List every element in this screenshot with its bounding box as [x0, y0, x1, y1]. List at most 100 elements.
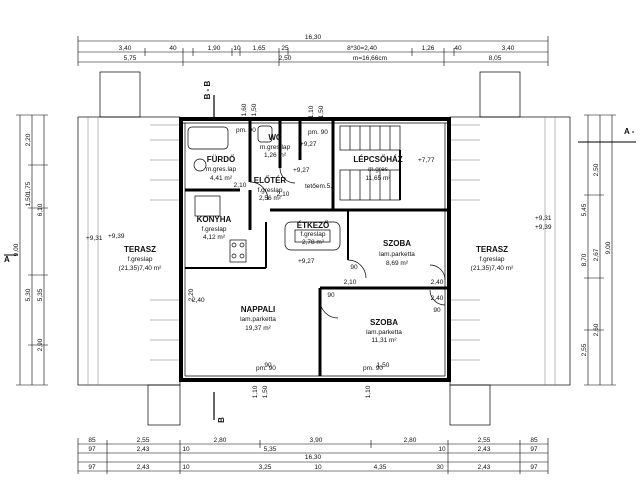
level-mark: +9,31 [86, 235, 103, 242]
room-nappali: NAPPALI lam.parketta 19,37 m² [240, 305, 276, 332]
right-dim: 2,55 [581, 343, 588, 356]
interior-dim: 90 [433, 307, 441, 314]
bottom3-dim: 4,35 [374, 464, 387, 471]
section-label-bb-top: B - B [203, 80, 212, 99]
interior-dim: 2,40 [431, 295, 444, 302]
bottom3-dim: 2,43 [478, 464, 491, 471]
top-dim: 1,65 [253, 45, 266, 52]
bottom-dim: 3,90 [310, 437, 323, 444]
terrace-right [449, 71, 571, 426]
room-name: LÉPCSŐHÁZ [353, 155, 402, 164]
room-floor: f.greslap [128, 256, 153, 263]
bottom2-dim: 97 [530, 446, 538, 453]
interior-dim: 90 [350, 264, 358, 271]
level-mark: +9,27 [298, 258, 315, 265]
interior-dim: 1,50 [318, 105, 325, 118]
room-terasz-left: TERASZ f.greslap (21,35)7,40 m² [119, 245, 162, 272]
interior-dim: 1,10 [252, 385, 259, 398]
top-dim: 1,26 [422, 45, 435, 52]
room-name: KONYHA [197, 215, 232, 224]
left-dimension-chains: 2,20 1,75 1,50 6,10 9,00 5,30 5,35 2,90 [13, 114, 48, 386]
bottom3-dim: 97 [530, 464, 538, 471]
level-mark: +9,27 [300, 141, 317, 148]
interior-dim: 1,50 [262, 385, 269, 398]
bottom2-dim: 2,43 [137, 446, 150, 453]
bottom-dim: 2,55 [137, 437, 150, 444]
section-label-a-left: A [4, 255, 10, 264]
room-floor: f.greslap [480, 256, 505, 263]
bottom3-dim: 10 [314, 464, 322, 471]
interior-dim: 2,40 [192, 297, 205, 304]
bottom2-dim: 97 [88, 446, 96, 453]
room-lepcsohaz: LÉPCSŐHÁZ m.gres 11,65 m² [353, 155, 402, 182]
left-dim: 5,30 [25, 288, 32, 301]
opening-note: pm. 90 [308, 129, 328, 136]
building-walls [179, 117, 451, 382]
opening-note: pm. 90 [256, 365, 276, 372]
room-name: TERASZ [476, 245, 508, 254]
left-dim: 9,00 [13, 243, 20, 256]
room-floor: lam.parketta [379, 251, 415, 258]
section-markers: B - B B A - A [4, 80, 636, 423]
right-dim: 2,67 [593, 248, 600, 261]
bottom-dim: 85 [530, 437, 538, 444]
right-dimension-chains: 2,50 5,45 2,67 8,70 9,00 2,60 2,55 [581, 114, 616, 386]
top2-dim: m=16,66cm [353, 55, 387, 62]
interior-dim: 90 [264, 362, 272, 369]
room-konyha: KONYHA f.greslap 4,12 m² [197, 215, 232, 241]
room-wc: WC m.gres.lap 1,26 m² [260, 133, 291, 159]
room-area: 4,12 m² [203, 234, 226, 241]
opening-note: pm. 90 [363, 365, 383, 372]
interior-dim: 1,10 [308, 105, 315, 118]
room-floor: f.greslap [301, 231, 326, 238]
bottom3-dim: 30 [436, 464, 444, 471]
top-dim: 40 [169, 45, 177, 52]
top-dim: 10 [233, 45, 241, 52]
room-name: ELŐTÉR [254, 176, 287, 185]
bottom3-dim: 10 [182, 464, 190, 471]
bottom3-dim: 97 [88, 464, 96, 471]
room-eloter: ELŐTÉR f.greslap 2,56 m² [254, 176, 287, 202]
room-floor: f.greslap [202, 226, 227, 233]
left-dim: 2,20 [25, 133, 32, 146]
room-floor: m.gres.lap [206, 166, 237, 173]
room-area: 4,41 m² [210, 175, 233, 182]
interior-dim: 1,60 [241, 103, 248, 116]
right-dim: 2,50 [593, 163, 600, 176]
section-label-b-bottom: B [217, 417, 226, 423]
room-area: 8,69 m² [386, 260, 409, 267]
top2-dim: 2,50 [279, 55, 292, 62]
room-name: ÉTKEZŐ [297, 221, 329, 230]
left-dim: 1,75 [25, 181, 32, 194]
left-dim: 5,35 [37, 288, 44, 301]
left-dim: 2,90 [37, 338, 44, 351]
interior-dim: 2,20 [188, 288, 195, 301]
top-dim: 40 [454, 45, 462, 52]
room-floor: m.gres [368, 166, 389, 173]
bottom3-dim: 2,43 [137, 464, 150, 471]
level-mark: +9,39 [535, 224, 552, 231]
right-dim: 8,70 [581, 253, 588, 266]
top-dim: 3,40 [502, 45, 515, 52]
room-area: (21,35)7,40 m² [471, 265, 514, 272]
room-floor: m.gres.lap [260, 144, 291, 151]
bottom2-dim: 2,43 [478, 446, 491, 453]
room-area: 1,26 m² [264, 152, 287, 159]
room-terasz-right: TERASZ f.greslap (21,35)7,40 m² [471, 245, 514, 272]
interior-dim: 1,50 [377, 362, 390, 369]
interior-dim: 90 [327, 292, 335, 299]
room-szoba-1: SZOBA lam.parketta 8,69 m² [379, 239, 415, 267]
left-dim: 1,50 [25, 193, 32, 206]
room-name: SZOBA [383, 239, 411, 248]
level-mark: +9,31 [535, 215, 552, 222]
top2-dim: 5,75 [124, 55, 137, 62]
interior-dim: 2,10 [234, 182, 247, 189]
room-area: 11,31 m² [371, 337, 397, 344]
section-label-a-right: A - [624, 127, 635, 136]
interior-dim: 2,10 [277, 191, 290, 198]
bottom-dim: 2,80 [214, 437, 227, 444]
room-floor: lam.parketta [366, 329, 402, 336]
top-dim: 3,40 [119, 45, 132, 52]
interior-dimensions: 1,60 1,50 1,10 1,50 2,10 2,10 2,20 2,40 … [188, 103, 444, 398]
